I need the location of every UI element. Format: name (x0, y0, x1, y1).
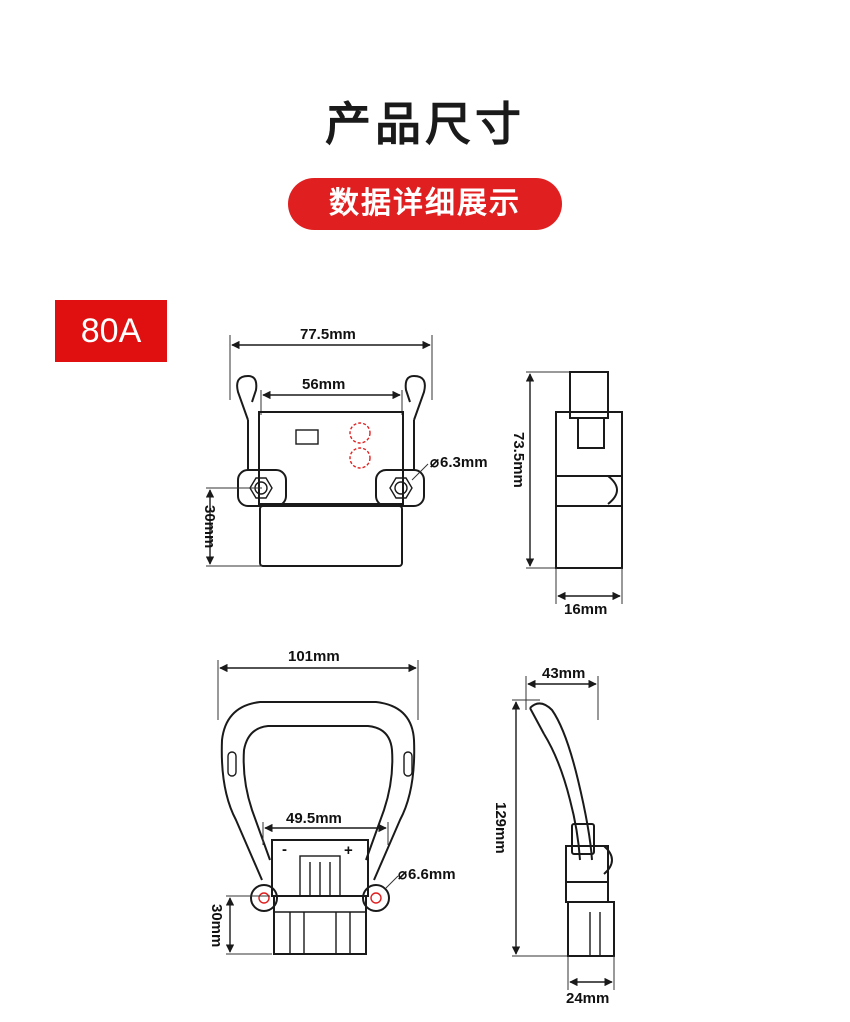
dim-top-inner-width: 56mm (302, 376, 345, 393)
top-side-view: 73.5mm 16mm (510, 371, 623, 618)
dim-bottom-height: 30mm (208, 904, 225, 947)
page-title: 产品尺寸 (325, 97, 525, 151)
dim-top-height: 30mm (201, 505, 218, 548)
dim-bottom-hole: 6.6mm (408, 866, 456, 883)
subtitle-pill: 数据详细展示 (288, 178, 562, 230)
dim-bottom-inner-width: 49.5mm (286, 810, 342, 827)
dim-side-bottom-width: 24mm (566, 990, 609, 1007)
model-badge: 80A (55, 300, 167, 362)
dim-side-total-height: 129mm (492, 802, 509, 854)
minus-sign: - (282, 841, 287, 858)
bottom-front-view: 101mm 49.5mm - + ⌀ 6. (208, 648, 456, 955)
dim-side-width: 16mm (564, 601, 607, 618)
dim-top-hole: 6.3mm (440, 454, 488, 471)
bottom-side-view: 43mm 129mm 24mm (492, 665, 615, 1007)
svg-text:⌀: ⌀ (398, 866, 407, 883)
dim-bottom-width: 101mm (288, 648, 340, 665)
plus-sign: + (344, 842, 353, 859)
top-front-view: 77.5mm 56mm ⌀ 6.3mm 30mm (201, 326, 488, 567)
dim-top-width: 77.5mm (300, 326, 356, 343)
dim-side-height: 73.5mm (510, 432, 527, 488)
dim-side-top-width: 43mm (542, 665, 585, 682)
svg-text:⌀: ⌀ (430, 454, 439, 471)
